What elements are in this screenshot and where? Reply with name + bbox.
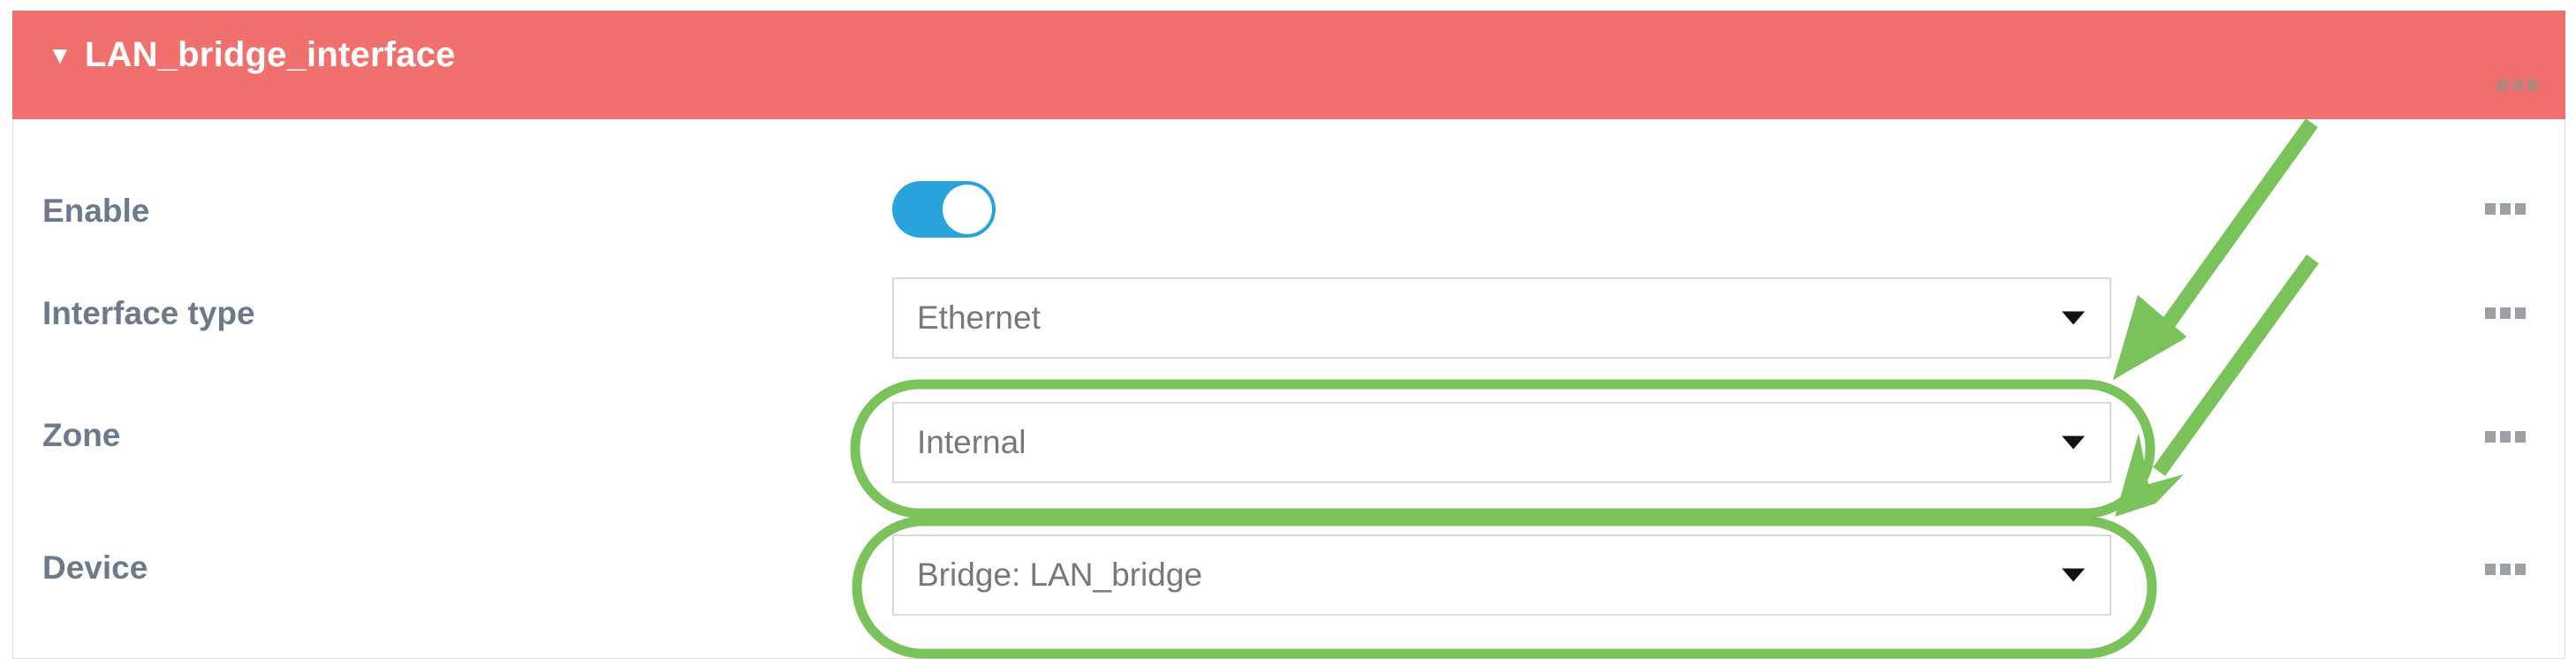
row-device-ellipsis-icon[interactable] <box>2485 564 2526 576</box>
device-select[interactable]: Bridge: LAN_bridge <box>892 534 2111 616</box>
ellipsis-dot <box>2485 203 2496 215</box>
panel-title: ▼ LAN_bridge_interface <box>48 35 456 75</box>
row-label-interface-type: Interface type <box>42 295 255 331</box>
zone-select[interactable]: Internal <box>892 402 2111 483</box>
row-label-enable: Enable <box>42 193 150 229</box>
ellipsis-dot <box>2485 431 2496 443</box>
caret-down-icon[interactable] <box>2062 568 2085 582</box>
ellipsis-dot <box>2500 307 2511 319</box>
ellipsis-dot <box>2497 80 2508 91</box>
row-interface-type-ellipsis-icon[interactable] <box>2485 307 2526 320</box>
ellipsis-dot <box>2515 564 2526 575</box>
enable-toggle[interactable] <box>892 181 996 238</box>
row-label-device: Device <box>42 549 148 586</box>
interface-type-value: Ethernet <box>917 299 1041 336</box>
row-enable-ellipsis-icon[interactable] <box>2485 203 2526 216</box>
panel-title-text: LAN_bridge_interface <box>84 35 456 74</box>
ellipsis-dot <box>2515 431 2526 443</box>
ellipsis-dot <box>2515 307 2526 319</box>
zone-value: Internal <box>917 424 1027 460</box>
row-interface-type: Interface type <box>0 281 2576 352</box>
caret-down-icon[interactable] <box>2062 311 2085 325</box>
ellipsis-dot <box>2500 203 2511 215</box>
caret-down-icon[interactable]: ▼ <box>48 42 72 69</box>
ellipsis-dot <box>2500 564 2511 575</box>
row-enable: Enable <box>0 177 2576 247</box>
toggle-knob <box>943 185 992 234</box>
ellipsis-dot <box>2485 307 2496 319</box>
device-value: Bridge: LAN_bridge <box>917 557 1202 593</box>
ellipsis-dot <box>2500 431 2511 443</box>
ellipsis-dot <box>2515 203 2526 215</box>
ellipsis-dot <box>2512 80 2523 91</box>
caret-down-icon[interactable] <box>2062 436 2085 450</box>
ellipsis-dot <box>2485 564 2496 575</box>
interface-type-select[interactable]: Ethernet <box>892 277 2111 359</box>
panel-header[interactable]: ▼ LAN_bridge_interface <box>12 11 2565 119</box>
row-zone-ellipsis-icon[interactable] <box>2485 431 2526 443</box>
ellipsis-dot <box>2527 80 2538 91</box>
row-zone: Zone <box>0 405 2576 475</box>
row-device: Device <box>0 537 2576 608</box>
panel-header-ellipsis-icon[interactable] <box>2497 80 2538 92</box>
row-label-zone: Zone <box>42 417 121 453</box>
